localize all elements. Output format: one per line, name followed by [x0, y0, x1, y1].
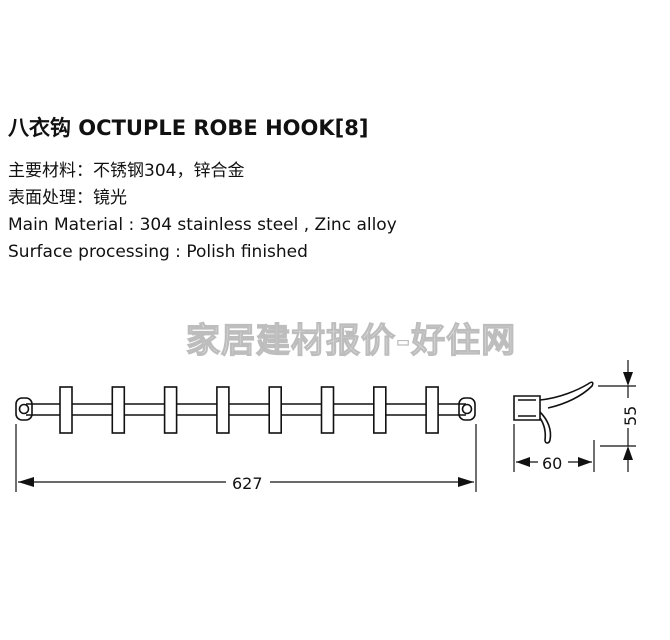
- spec-material-cn: 主要材料：不锈钢304，锌合金: [8, 161, 245, 181]
- side-view: [513, 381, 594, 444]
- height-label-bg: [618, 398, 640, 428]
- spec-surface-en: Surface processing : Polish finished: [8, 242, 308, 262]
- hook-3: [163, 386, 178, 434]
- spec-surface-cn: 表面处理：镜光: [8, 188, 127, 208]
- product-title: 八衣钩 OCTUPLE ROBE HOOK[8]: [8, 116, 369, 140]
- hook-2: [111, 386, 126, 434]
- length-label-bg: [226, 472, 270, 492]
- height-label: 55: [621, 406, 640, 426]
- watermark: 家居建材报价-好住网: [186, 321, 516, 361]
- spec-list: 主要材料：不锈钢304，锌合金 表面处理：镜光 Main Material : …: [8, 158, 397, 266]
- hook-1: [59, 386, 73, 434]
- front-view: [15, 386, 476, 434]
- hook-6: [320, 386, 335, 434]
- depth-label: 60: [542, 454, 562, 473]
- hook-5: [268, 386, 283, 434]
- end-cap-right: [458, 397, 476, 421]
- hook-8: [425, 386, 439, 434]
- spec-material-en: Main Material : 304 stainless steel , Zi…: [8, 215, 397, 235]
- end-cap-left: [15, 397, 33, 421]
- length-label: 627: [232, 474, 263, 493]
- hooks-group: [59, 386, 439, 434]
- depth-label-bg: [538, 452, 568, 472]
- hook-4: [216, 386, 230, 434]
- hook-7: [372, 386, 387, 434]
